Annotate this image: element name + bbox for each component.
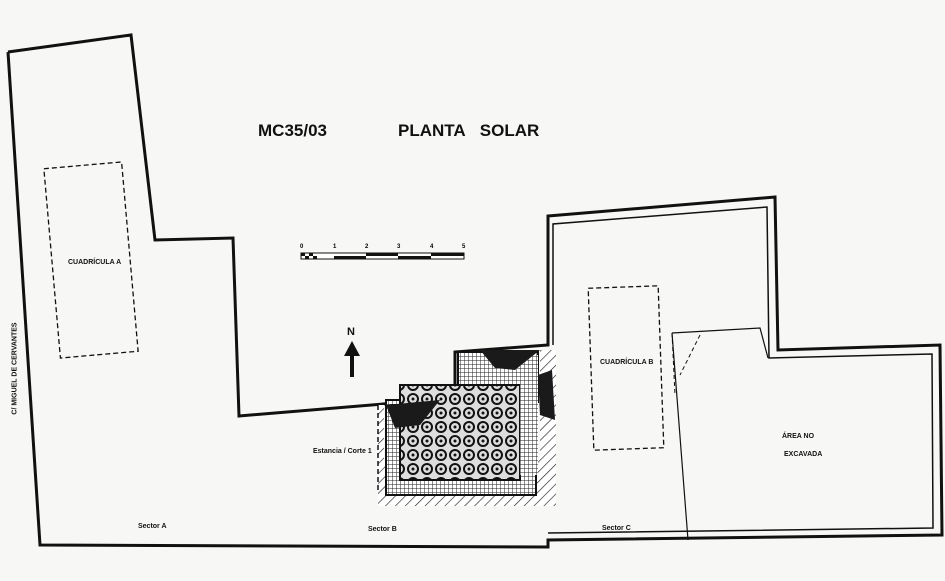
scale-tick: 2 (365, 244, 369, 250)
scale-tick: 1 (333, 244, 337, 250)
room-label: Estancia / Corte 1 (313, 448, 372, 455)
scale-bar (300, 252, 465, 260)
grid-a-label: CUADRÍCULA A (68, 259, 122, 266)
unexcavated-label-2: EXCAVADA (784, 451, 823, 458)
plan-title: PLANTA SOLAR (398, 121, 540, 140)
unexcavated-boundary (671, 327, 769, 541)
scale-tick: 4 (430, 244, 434, 250)
north-label: N (347, 326, 355, 338)
grid-b-label: CUADRÍCULA B (600, 359, 654, 366)
site-boundary (6, 33, 944, 549)
plan-code: MC35/03 (258, 121, 327, 140)
sector-c-label: Sector C (602, 525, 631, 532)
sector-a-label: Sector A (138, 523, 167, 530)
scale-tick: 0 (300, 244, 304, 250)
grid-a-outline (43, 161, 139, 359)
mosaic (378, 350, 556, 506)
grid-b-outline (587, 285, 665, 451)
unexcavated-label-1: ÁREA NO (782, 433, 815, 440)
scale-tick: 5 (462, 244, 466, 250)
scale-tick: 3 (397, 244, 401, 250)
north-arrow-icon (344, 341, 360, 377)
street-label: C/ MIGUEL DE CERVANTES (11, 322, 19, 415)
inner-wall (547, 206, 934, 534)
sector-b-label: Sector B (368, 526, 397, 533)
